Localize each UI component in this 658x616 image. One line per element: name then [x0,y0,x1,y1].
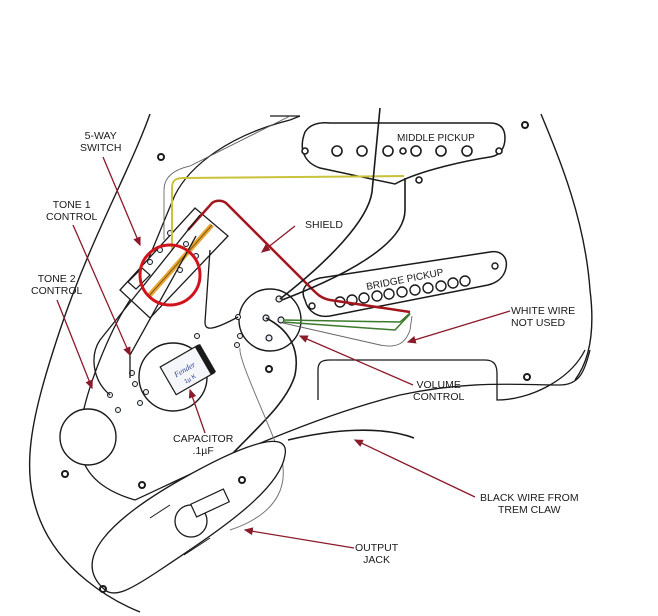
label-line: WHITE WIRE [511,305,576,317]
arrow-capacitor [188,388,206,434]
label-line: NOT USED [511,317,566,329]
yellow-wire [171,175,405,250]
tone2-label: TONE 2 CONTROL [31,273,82,297]
label-line: CONTROL [31,285,83,297]
middle-pickup-label: MIDDLE PICKUP [397,133,475,144]
five-way-switch-label: 5-WAY SWITCH [80,130,121,154]
trem-claw-wire [287,429,415,441]
white-wire-neck [163,115,291,240]
shield-label: SHIELD [305,219,343,231]
capacitor-label: CAPACITOR .1µF [173,433,233,457]
black-wire-middle-2 [281,178,406,301]
bridge-pickup [302,250,508,318]
arrow-volume [298,335,414,386]
output-jack [91,440,287,594]
label-line: JACK [363,554,390,566]
label-line: BLACK WIRE FROM [480,492,579,504]
label-line: CONTROL [46,211,98,223]
white-wire-bridge [282,315,413,347]
label-line: VOLUME [416,379,461,391]
label-line: OUTPUT [355,542,399,554]
arrow-shield [260,225,296,253]
label-line: SWITCH [80,142,122,154]
label-line: .1µF [192,445,214,457]
volume-label: VOLUME CONTROL [413,379,464,403]
five-way-switch [119,207,229,319]
annotation-arrows [56,156,511,549]
capacitor-value: 1µ K [184,374,198,385]
arrow-black-wire [353,439,476,498]
arrow-white-wire [406,310,511,344]
switch-to-volume-wire [204,249,239,329]
volume-pot-lugs [262,295,285,342]
arrow-tone1 [72,224,131,357]
tone1-label: TONE 1 CONTROL [46,199,97,223]
arrow-five-way [102,156,141,247]
black-wire-label: BLACK WIRE FROM TREM CLAW [480,492,579,516]
arrow-tone2 [56,299,93,390]
label-line: TREM CLAW [497,504,561,516]
green-wires [282,312,411,331]
tone-wire-2 [93,214,201,396]
label-line: TONE 2 [37,273,76,285]
label-line: 5-WAY [84,130,117,142]
label-line: CAPACITOR [173,433,234,445]
screw-holes [61,121,531,489]
body-outline-right [540,113,593,381]
trem-cutout [317,349,586,401]
label-line: TONE 1 [52,199,91,211]
body-outline-left [28,113,151,613]
capacitor: Fender 1µ K [159,344,217,396]
tone2-pot [59,408,117,466]
highlight-circle [138,243,202,307]
output-jack-label: OUTPUT JACK [355,542,398,566]
white-wire-label: WHITE WIRE NOT USED [511,305,575,329]
middle-pickup [301,122,506,185]
arrow-output-jack [243,527,355,549]
black-wire-middle-1 [279,107,381,300]
pot-lugs [107,314,243,413]
label-line: CONTROL [413,391,465,403]
